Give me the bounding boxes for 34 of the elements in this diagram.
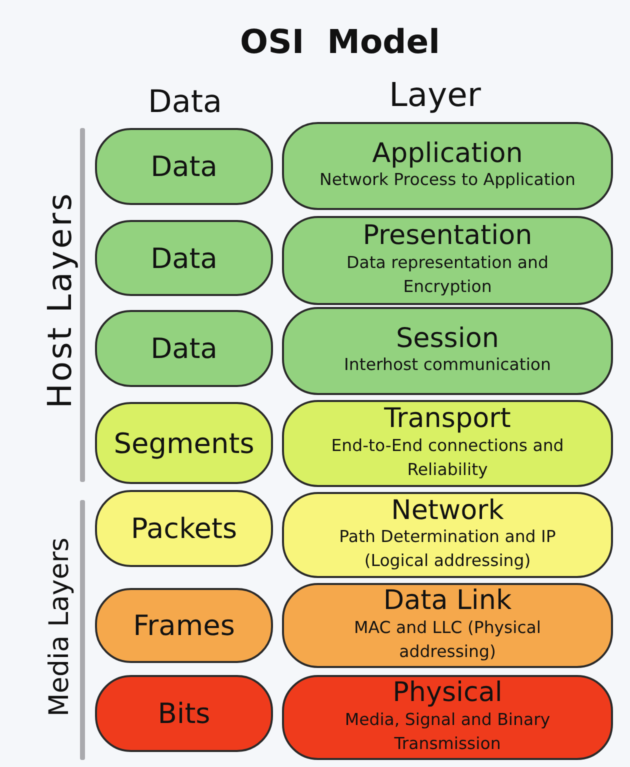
layer-box: [282, 216, 613, 305]
layer-box: [282, 492, 613, 578]
layer-box: [282, 675, 613, 760]
layer-description: Interhost communication: [343, 354, 552, 376]
group-label: Host Layers: [40, 190, 80, 410]
layer-box: [282, 583, 613, 668]
layer-name: Network: [391, 496, 504, 526]
layer-description: End-to-End connections and Reliability: [330, 434, 565, 481]
layer-name: Presentation: [362, 222, 532, 251]
data-unit-name: Frames: [133, 609, 235, 642]
layer-box: [282, 307, 613, 395]
layer-description: Path Determination and IP (Logical addressing): [338, 526, 557, 572]
data-unit-name: Bits: [158, 697, 210, 730]
layer-name: Physical: [392, 679, 502, 708]
column-header: Layer: [388, 75, 482, 115]
data-unit-name: Packets: [130, 512, 238, 545]
data-unit-name: Data: [150, 332, 218, 365]
column-header: Data: [146, 83, 224, 122]
layer-box: [282, 400, 613, 487]
layer-description: Data representation and Encryption: [346, 252, 550, 298]
layer-name: Data Link: [383, 587, 512, 616]
layer-box: [282, 122, 613, 210]
layer-description: Network Process to Application: [318, 169, 576, 192]
title: OSI Model: [239, 22, 441, 61]
data-unit-name: Segments: [114, 426, 254, 460]
layer-name: Session: [396, 324, 500, 354]
data-unit-box: [95, 402, 273, 484]
data-unit-name: Data: [150, 242, 218, 274]
layer-description: Media, Signal and Binary Transmission: [344, 708, 552, 755]
group-label: Media Layers: [43, 536, 76, 719]
layer-description: MAC and LLC (Physical addressing): [353, 616, 542, 663]
layer-name: Transport: [384, 405, 511, 434]
layer-name: Application: [372, 140, 523, 168]
data-unit-name: Data: [150, 150, 218, 183]
